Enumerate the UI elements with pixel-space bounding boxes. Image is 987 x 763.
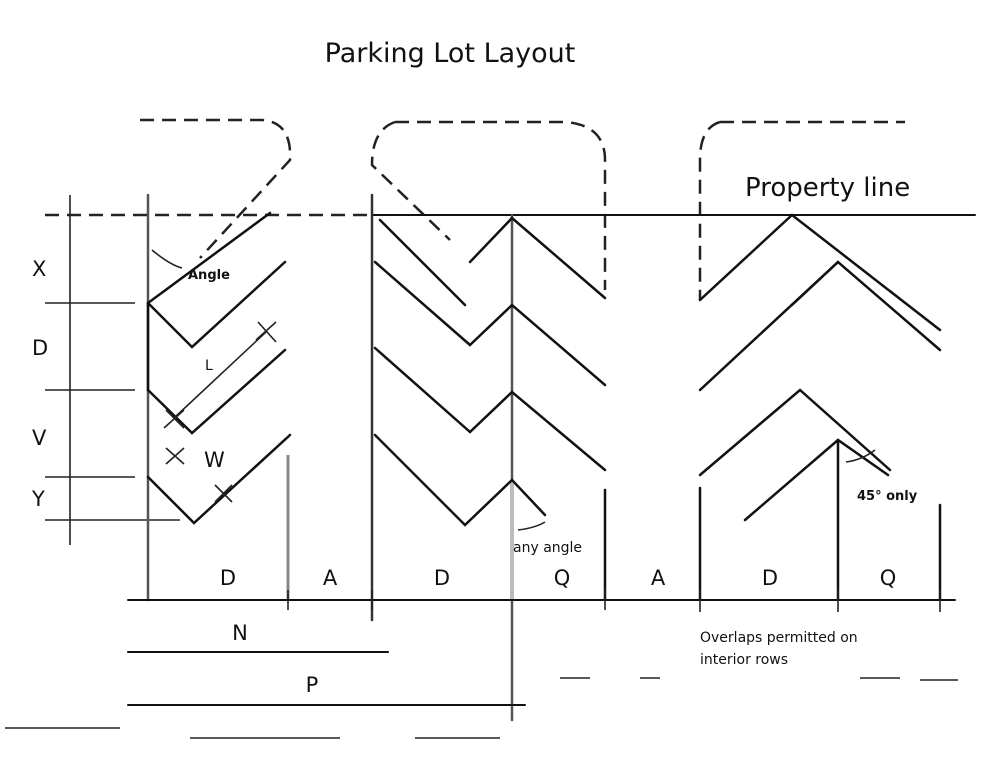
angle-label: Angle [188, 268, 230, 283]
bottom-label-a1: A [323, 566, 338, 590]
width-label: W [204, 448, 225, 472]
left-dimension-axis: X D V Y [31, 195, 180, 545]
bottom-label-d3: D [762, 566, 778, 590]
overlap-note-line1: Overlaps permitted on [700, 630, 858, 646]
dimension-n-label: N [232, 621, 248, 645]
dimension-p-label: P [306, 673, 319, 697]
forty-five-only-label: 45° only [857, 489, 918, 504]
bottom-label-q2: Q [880, 566, 897, 590]
bottom-label-q1: Q [554, 566, 571, 590]
label-v: V [32, 426, 47, 450]
overlap-note-line2: interior rows [700, 652, 788, 668]
label-d: D [32, 336, 48, 360]
property-line-label: Property line [745, 173, 910, 203]
any-angle-label: any angle [513, 540, 582, 556]
label-x: X [32, 257, 46, 281]
bottom-label-d1: D [220, 566, 236, 590]
property-line: Property line [45, 173, 976, 217]
bottom-label-a2: A [651, 566, 666, 590]
right-stall-rows: 45° only [698, 213, 942, 602]
bottom-label-d2: D [434, 566, 450, 590]
diagram-title: Parking Lot Layout [325, 38, 576, 69]
middle-stall-rows: any angle [370, 193, 607, 722]
bottom-dimension-axis: D A D Q A D Q N P Overlaps permitted on … [5, 566, 958, 739]
length-label: L [205, 358, 213, 374]
left-stall-row: Angle L W [146, 193, 292, 602]
driveway-outlines [140, 118, 905, 300]
label-y: Y [31, 487, 45, 511]
